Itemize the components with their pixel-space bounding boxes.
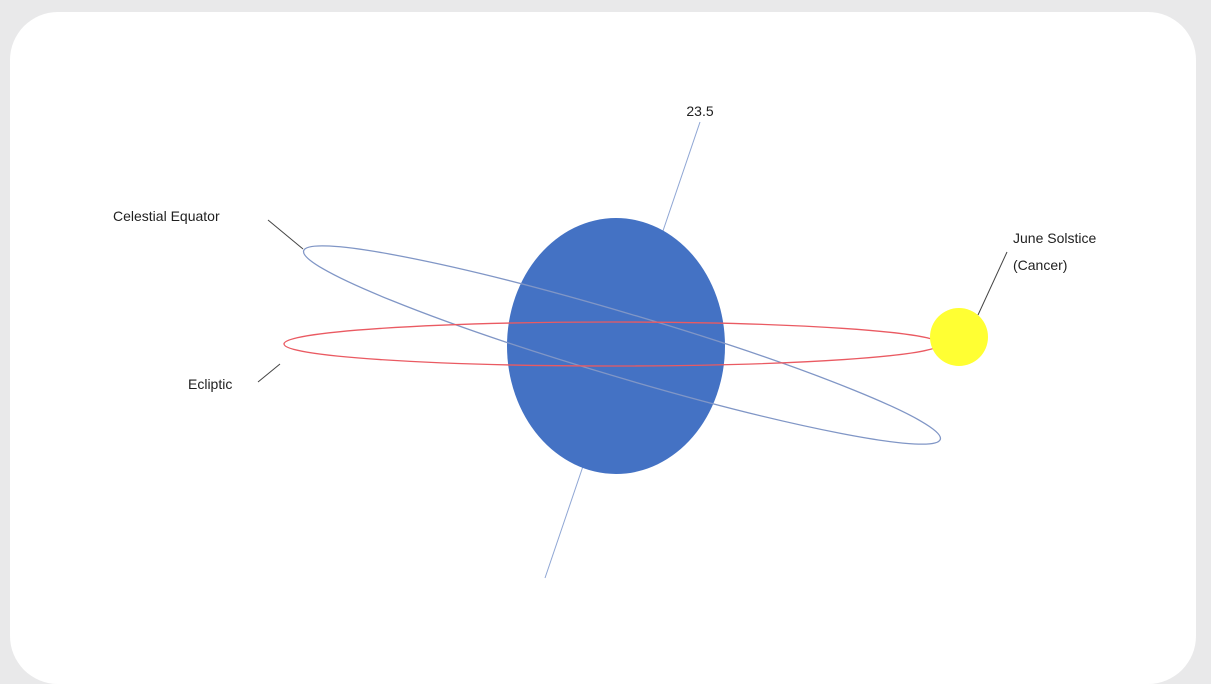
- sun-circle: [930, 308, 988, 366]
- june-solstice-label: June Solstice: [1013, 230, 1096, 246]
- ecliptic-leader: [257, 363, 281, 383]
- celestial-equator-orbit: [302, 245, 942, 445]
- ecliptic-label: Ecliptic: [188, 376, 232, 392]
- celestial-equator-label: Celestial Equator: [113, 208, 220, 224]
- cancer-label: (Cancer): [1013, 257, 1067, 273]
- solstice-leader: [977, 251, 1008, 316]
- axis-angle-label: 23.5: [686, 103, 713, 119]
- earth-globe: [507, 218, 725, 474]
- celestial-equator-leader: [267, 219, 304, 250]
